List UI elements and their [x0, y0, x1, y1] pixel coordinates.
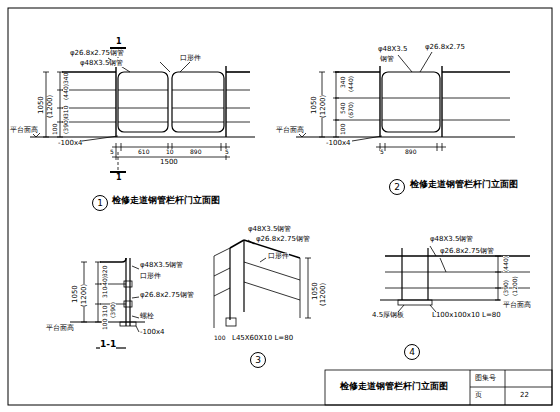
dimension-text: 1050 [72, 285, 79, 303]
dimension-text: (390) [63, 118, 69, 134]
annotation-text: 平台面高 [46, 325, 74, 332]
dimension-text: 1050 [311, 96, 318, 114]
annotation-text: 平台面高 [503, 302, 531, 309]
annotation-text: φ26.8x2.75 [425, 44, 465, 51]
annotation-text: 口形件 [140, 273, 161, 280]
dimension-text: (1200) [320, 95, 327, 118]
annotation-text: 平台面高 [276, 127, 304, 134]
annotation-text: φ48X3.5钢管 [248, 226, 291, 233]
annotation-text: 检修走道钢管栏杆门立面图 [410, 180, 518, 189]
annotation-text: 页 [475, 392, 482, 399]
annotation-text: φ26.8x2.75钢管 [70, 50, 124, 57]
annotation-text: 螺栓 [140, 313, 154, 320]
annotation-text: -100x4 [58, 140, 82, 147]
annotation-text: φ48X3.5 [378, 46, 407, 53]
dimension-text: (440) [348, 76, 354, 92]
dimension-text: 310 [63, 106, 69, 117]
annotation-text: 5 [110, 149, 114, 155]
dimension-text: (440) [63, 84, 69, 100]
dimension-text: 100 [102, 319, 108, 330]
dimension-text: 1050 [312, 282, 319, 300]
annotation-text: 1 [116, 174, 122, 182]
annotation-text: φ48X3.5钢管 [80, 60, 123, 67]
annotation-text: 平台面高 [10, 127, 38, 134]
annotation-text: 22 [520, 392, 529, 399]
view-number-circle: 2 [389, 179, 405, 195]
annotation-text: φ48X3.5钢管 [430, 236, 473, 243]
callout-number: 1 [97, 199, 103, 208]
annotation-text: φ26.8x2.75钢管 [440, 248, 494, 255]
annotation-text: 1500 [160, 159, 178, 166]
view-number-circle: 3 [250, 352, 266, 368]
dimension-text: (390) [110, 302, 116, 318]
dimension-text: 540 [340, 103, 346, 114]
dimension-text: (390) [503, 280, 509, 296]
dimension-text: 340 [340, 77, 346, 88]
dimension-text: (1200) [81, 284, 88, 307]
view-number-circle: 1 [92, 195, 108, 211]
annotation-text: 钢管 [380, 56, 394, 63]
dimension-text: 100 [52, 124, 58, 135]
dimension-text: 100 [340, 124, 346, 135]
dimension-text: 310 [102, 306, 108, 317]
annotation-text: L100x100x10 L=80 [432, 312, 501, 319]
annotation-text: 1-1 [100, 340, 116, 349]
callout-number: 4 [409, 348, 415, 357]
dimension-text: (1200) [320, 283, 327, 306]
annotation-text: -100x4 [140, 329, 164, 336]
dimension-text: 1050 [38, 96, 45, 114]
annotation-text: -100x4 [326, 140, 350, 147]
annotation-text: 检修走道钢管栏杆门立面图 [112, 196, 220, 205]
dimension-text: 340 [63, 73, 69, 84]
annotation-text: 1 [116, 38, 122, 46]
dimension-text: (440) [503, 256, 509, 272]
dimension-text: (1200) [47, 95, 54, 118]
dimension-text: 310 [102, 287, 108, 298]
annotation-text: 图集号 [475, 375, 496, 382]
callout-number: 3 [255, 356, 261, 365]
view-number-circle: 4 [404, 344, 420, 360]
dimension-text: (670) [348, 102, 354, 118]
annotation-text: 口形件 [180, 55, 201, 62]
annotation-text: 890 [190, 149, 201, 155]
annotation-text: 口形件 [268, 253, 289, 260]
annotation-text: 5 [380, 149, 384, 155]
annotation-text: 4.5厚钢板 [372, 312, 404, 319]
callout-number: 2 [394, 183, 400, 192]
annotation-text: φ48X3.5钢管 [140, 262, 183, 269]
annotation-text: 610 [138, 149, 149, 155]
annotation-text: 检修走道钢管栏杆门立面图 [340, 382, 448, 391]
annotation-text: φ26.8x2.75钢管 [140, 292, 194, 299]
annotation-text: 5 [225, 149, 229, 155]
annotation-text: 890 [405, 149, 416, 155]
annotation-text: 10 [166, 149, 174, 155]
annotation-text: L45X60X10 L=80 [232, 335, 293, 342]
annotation-text: φ26.8x2.75钢管 [256, 236, 310, 243]
dimension-text: (1200) [512, 276, 518, 296]
annotation-text: 100 [214, 335, 225, 341]
